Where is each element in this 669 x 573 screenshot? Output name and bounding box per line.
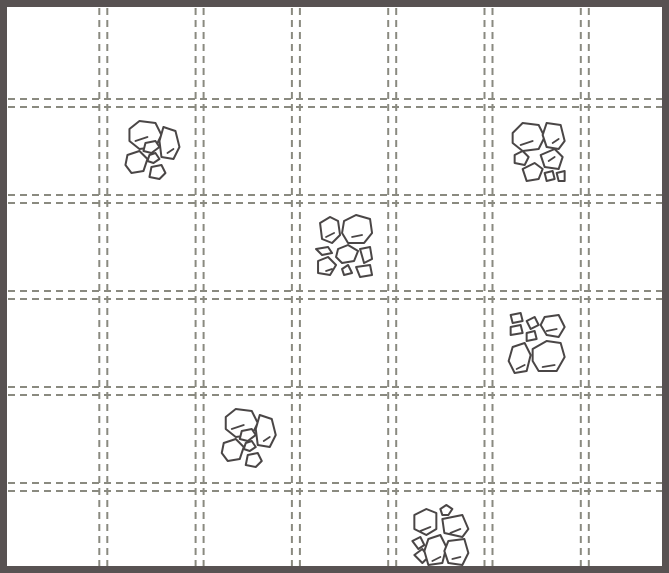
board-cell-r0-c6[interactable] [589, 11, 669, 99]
board-cell-r1-c4[interactable] [396, 107, 484, 195]
board-cell-r2-c0[interactable] [11, 203, 99, 291]
board-cell-r4-c0[interactable] [11, 395, 99, 483]
board-cell-r1-c5[interactable] [493, 107, 581, 195]
board-cell-r3-c0[interactable] [11, 299, 99, 387]
board-cell-r4-c3[interactable] [300, 395, 388, 483]
rock-stone [444, 539, 468, 565]
board-cell-r4-c6[interactable] [589, 395, 669, 483]
board-cell-r5-c2[interactable] [204, 491, 292, 573]
rock-stone [513, 123, 545, 151]
board-cell-r3-c6[interactable] [589, 299, 669, 387]
board-cell-r1-c3[interactable] [300, 107, 388, 195]
board-cell-r0-c1[interactable] [107, 11, 195, 99]
rock-stone [442, 515, 468, 537]
rock-stone [256, 415, 276, 447]
board-cell-r0-c5[interactable] [493, 11, 581, 99]
rock-stone [320, 217, 340, 243]
board-cell-r5-c6[interactable] [589, 491, 669, 573]
board-cell-r0-c0[interactable] [11, 11, 99, 99]
board-cell-r2-c6[interactable] [589, 203, 669, 291]
board-cell-r0-c2[interactable] [204, 11, 292, 99]
board-cell-r5-c1[interactable] [107, 491, 195, 573]
board-cell-r4-c1[interactable] [107, 395, 195, 483]
board-cell-r2-c2[interactable] [204, 203, 292, 291]
rock-stone [159, 127, 179, 159]
board-cell-r0-c3[interactable] [300, 11, 388, 99]
board-cell-r3-c5[interactable] [493, 299, 581, 387]
rock-stone [511, 313, 523, 323]
board-cell-r3-c3[interactable] [300, 299, 388, 387]
board-cell-r1-c2[interactable] [204, 107, 292, 195]
board-cell-r5-c0[interactable] [11, 491, 99, 573]
rock-stone [543, 123, 565, 149]
rock-stone [414, 509, 436, 535]
board-cell-r5-c5[interactable] [493, 491, 581, 573]
board-cell-r3-c4[interactable] [396, 299, 484, 387]
rock-stone [527, 331, 537, 341]
board-cell-r1-c6[interactable] [589, 107, 669, 195]
board-cell-r1-c0[interactable] [11, 107, 99, 195]
rock-stone [356, 265, 372, 277]
rock-stone [511, 325, 523, 335]
board-cell-r2-c5[interactable] [493, 203, 581, 291]
rock-stone [342, 215, 372, 243]
board-cell-r3-c2[interactable] [204, 299, 292, 387]
rock-stone [222, 439, 244, 461]
board-cell-r3-c1[interactable] [107, 299, 195, 387]
board-cell-r5-c3[interactable] [300, 491, 388, 573]
board-cell-r0-c4[interactable] [396, 11, 484, 99]
rock-stone [545, 171, 555, 181]
board-cell-r2-c4[interactable] [396, 203, 484, 291]
board-cell-r2-c1[interactable] [107, 203, 195, 291]
board-cell-r4-c5[interactable] [493, 395, 581, 483]
rock-stone [125, 151, 147, 173]
rock-stone [557, 171, 565, 181]
board-cell-r4-c4[interactable] [396, 395, 484, 483]
